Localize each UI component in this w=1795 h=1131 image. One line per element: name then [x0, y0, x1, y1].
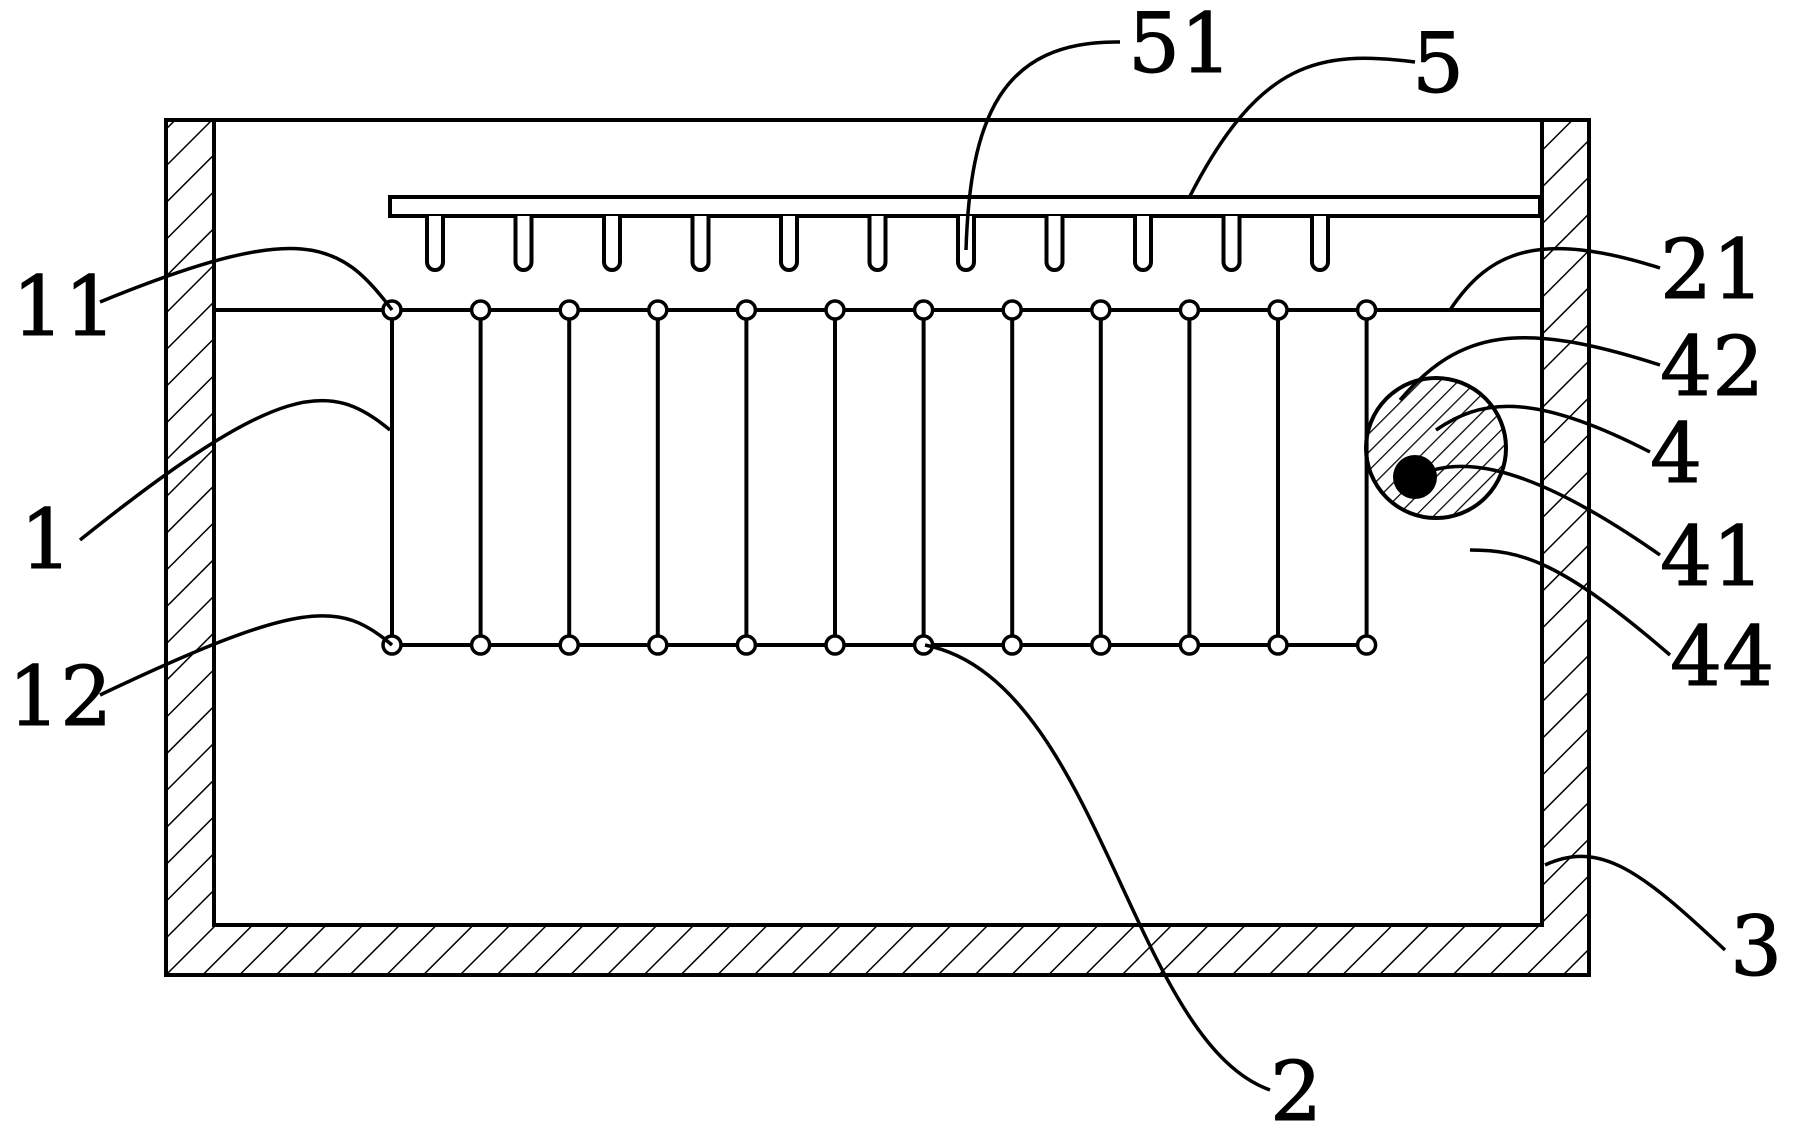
label-51: 51: [1128, 0, 1232, 92]
nozzle: [867, 216, 888, 272]
nozzle: [779, 216, 799, 272]
bottom-pivot: [735, 634, 758, 656]
leader-21: [1448, 247, 1661, 311]
nozzle-group: [425, 216, 1330, 272]
bottom-pivot: [824, 634, 846, 656]
reference-labels: 51 5 11 21 42 1 4 41 44 12 3 2: [8, 0, 1783, 1131]
bottom-pivot: [1267, 634, 1289, 656]
label-12: 12: [8, 650, 112, 745]
top-pivot: [912, 299, 935, 321]
leader-51: [964, 40, 1121, 251]
label-3: 3: [1730, 900, 1782, 995]
top-pivot: [824, 299, 846, 321]
label-1: 1: [20, 493, 72, 588]
leader-5: [1188, 56, 1416, 197]
leader-lines: [78, 40, 1727, 1092]
leader-1: [78, 398, 392, 542]
nozzle: [513, 216, 534, 272]
bottom-pivot: [469, 634, 492, 656]
top-pivot: [647, 299, 669, 321]
label-11: 11: [12, 260, 116, 355]
leader-2: [924, 643, 1271, 1092]
label-42: 42: [1660, 320, 1764, 415]
container-tank: [164, 118, 1591, 977]
container-wall: [164, 118, 1591, 977]
label-44: 44: [1670, 610, 1774, 705]
top-pivot: [1001, 299, 1023, 321]
label-4: 4: [1650, 407, 1702, 502]
nozzle: [690, 216, 711, 272]
nozzle: [602, 216, 622, 272]
spray-pipe: [388, 195, 1542, 272]
leader-41: [1414, 464, 1662, 557]
top-pivot: [1178, 299, 1201, 321]
label-21: 21: [1660, 223, 1764, 318]
bottom-pivot: [647, 634, 669, 656]
nozzle: [1221, 216, 1242, 272]
rod-group: [381, 299, 1378, 656]
top-pivot: [558, 299, 580, 321]
nozzle: [425, 216, 445, 272]
nozzle: [1310, 216, 1330, 272]
label-41: 41: [1660, 510, 1764, 605]
leader-3: [1544, 854, 1727, 952]
top-pivot: [1090, 299, 1112, 321]
top-pivot: [1355, 299, 1378, 321]
bottom-pivot: [1355, 634, 1378, 656]
bottom-pivot: [1090, 634, 1112, 656]
leader-12: [99, 614, 394, 697]
leader-42: [1398, 335, 1661, 402]
leader-4: [1435, 404, 1651, 454]
label-2: 2: [1270, 1045, 1322, 1131]
label-5: 5: [1412, 17, 1464, 112]
nozzle: [1044, 216, 1065, 272]
top-pivot: [469, 299, 492, 321]
top-pivot: [735, 299, 758, 321]
spray-pipe-bar: [388, 195, 1542, 218]
top-pivot: [1267, 299, 1289, 321]
bottom-pivot: [1178, 634, 1201, 656]
leader-44: [1469, 548, 1672, 657]
cam-wheel: [1364, 376, 1508, 520]
nozzle: [1133, 216, 1153, 272]
leader-11: [99, 246, 394, 312]
cam-wheel-body: [1364, 376, 1508, 520]
bottom-pivot: [558, 634, 580, 656]
bottom-pivot: [1001, 634, 1023, 656]
